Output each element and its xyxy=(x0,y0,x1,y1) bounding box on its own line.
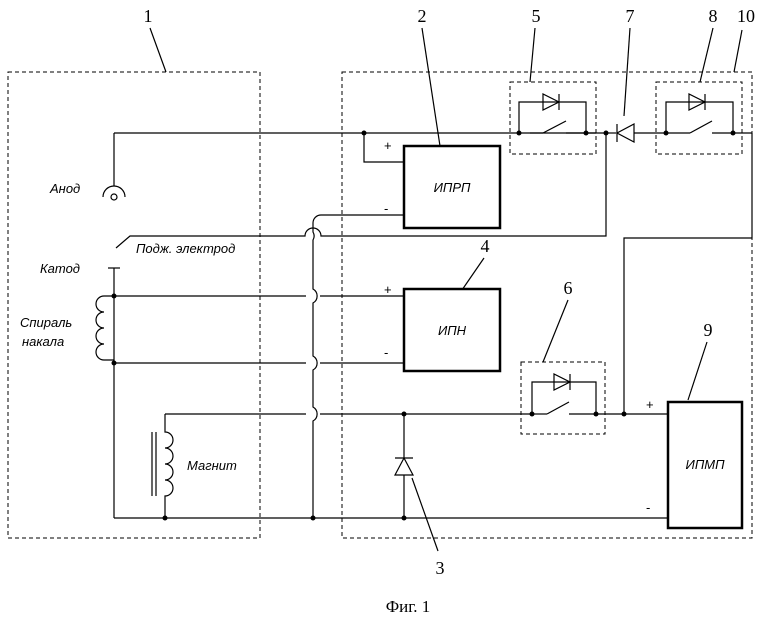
figure-caption: Фиг. 1 xyxy=(386,597,431,616)
ipmp-label: ИПМП xyxy=(686,457,726,472)
iprp-minus-sign: - xyxy=(384,201,388,216)
ipmp-block: ИПМП xyxy=(668,402,742,528)
iprp-plus-sign: + xyxy=(384,138,392,153)
ref-4: 4 xyxy=(481,236,490,256)
ref-9: 9 xyxy=(704,320,713,340)
switch-5 xyxy=(510,82,596,154)
anode-symbol xyxy=(103,133,125,200)
ipmp-plus-loop xyxy=(624,133,752,414)
filament-label-line1: Спираль xyxy=(20,315,72,330)
ipn-minus-sign: - xyxy=(384,345,388,360)
anode-label: Анод xyxy=(49,181,80,196)
ref-2: 2 xyxy=(418,6,427,26)
filament-coil xyxy=(96,296,114,360)
ref-7: 7 xyxy=(626,6,635,26)
ipmp-plus-sign: + xyxy=(646,397,654,412)
ignition-wire xyxy=(116,133,606,248)
magnet-label: Магнит xyxy=(187,458,237,473)
switch-8 xyxy=(656,82,752,154)
ref-6: 6 xyxy=(564,278,573,298)
ref-8: 8 xyxy=(709,6,718,26)
ref-3: 3 xyxy=(436,558,445,578)
filament-label-line2: накала xyxy=(22,334,64,349)
ipn-label: ИПН xyxy=(438,323,467,338)
ipn-plus-sign: + xyxy=(384,282,392,297)
magnet-coil xyxy=(152,414,173,518)
ignition-electrode-label: Подж. электрод xyxy=(136,241,235,256)
ipn-block: ИПН xyxy=(404,289,500,371)
iprp-block: ИПРП xyxy=(404,146,500,228)
iprp-label: ИПРП xyxy=(434,180,471,195)
ref-1: 1 xyxy=(144,6,153,26)
ref-5: 5 xyxy=(532,6,541,26)
cathode-label: Катод xyxy=(40,261,80,276)
iprp-minus-wire xyxy=(313,215,404,223)
cathode-symbol xyxy=(108,268,120,518)
diode-7 xyxy=(606,124,657,142)
vertical-bus xyxy=(313,223,317,518)
diode-3 xyxy=(395,414,413,518)
ipmp-minus-sign: - xyxy=(646,500,650,515)
ref-10: 10 xyxy=(737,6,755,26)
